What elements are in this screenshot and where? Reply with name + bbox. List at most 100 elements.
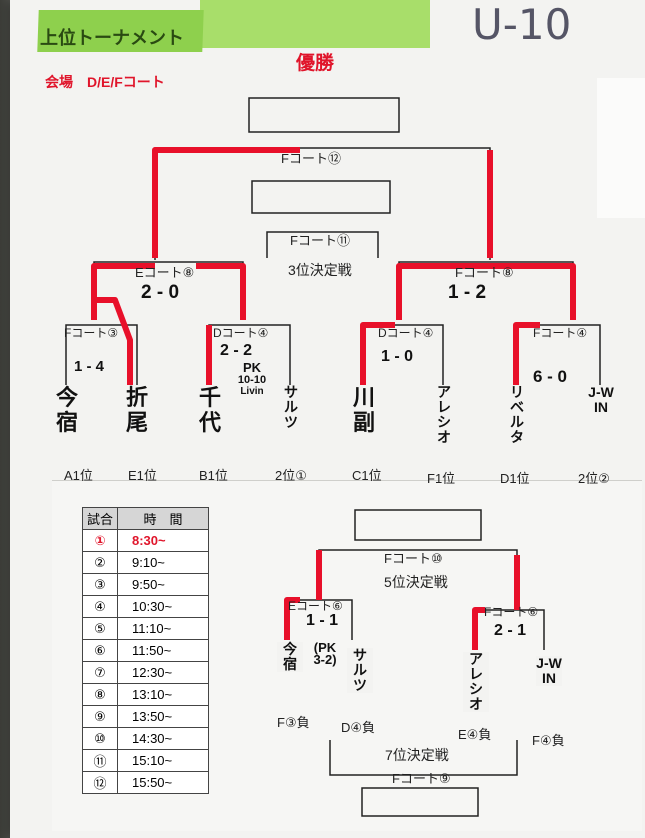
schedule-header-match: 試合 [82, 507, 118, 530]
seed-e1: E1位 [128, 468, 157, 483]
champion-box [248, 97, 400, 133]
schedule-time: 15:50~ [117, 771, 209, 794]
semi-right-red-b [484, 263, 576, 320]
seed-2-1: 2位① [275, 468, 307, 483]
schedule-match-number: ④ [82, 595, 118, 618]
team-imajuku: 今宿 [54, 385, 80, 435]
semi-left-red-b [196, 263, 246, 320]
fifth-left-court: Eコート⑥ [288, 599, 343, 613]
pk-note: PK 10-10 Livin [232, 361, 272, 398]
team-jwin: J-WIN [588, 384, 614, 415]
tape-strip [597, 78, 645, 218]
schedule-header-row: 試合 時 間 [82, 507, 209, 530]
fifth-right-court: Fコート⑥ [484, 605, 539, 619]
team-orio: 折尾 [124, 385, 150, 435]
handwritten-mark: U-10 [472, 0, 572, 49]
team-imajuku-2: 今宿 [277, 642, 303, 672]
qf2-court: Dコート④ [213, 326, 269, 340]
schedule-time: 9:50~ [117, 573, 209, 596]
semi-left-score: 2 - 0 [141, 282, 180, 303]
seventh-bracket [329, 740, 518, 776]
qf1-bracket [65, 324, 138, 385]
schedule-match-number: ⑥ [82, 639, 118, 662]
team-jwin-2: J-WIN [536, 655, 562, 686]
fifth-left-red [284, 597, 300, 640]
schedule-time: 13:50~ [117, 705, 209, 728]
schedule-header-time: 時 間 [117, 507, 209, 530]
qf4-court: Fコート④ [533, 326, 588, 340]
final-court: Fコート⑫ [281, 151, 341, 166]
seed-d1: D1位 [500, 471, 530, 486]
qf3-red [360, 322, 395, 385]
winner-line-left [152, 147, 300, 258]
fifth-left-score: 1 - 1 [306, 612, 339, 629]
fifth-pk-note: (PK 3-2) [308, 640, 342, 667]
semi-right-score: 1 - 2 [448, 282, 487, 303]
schedule-match-number: ⑧ [82, 683, 118, 706]
schedule-match-number: ① [82, 529, 118, 552]
seed-c1: C1位 [352, 468, 382, 483]
fifth-right-red [472, 607, 485, 650]
seed-f4-loss: F④負 [532, 733, 565, 748]
schedule-match-number: ⑩ [82, 727, 118, 750]
team-kawasoe: 川副 [351, 385, 377, 435]
pk-note-line-3: Livin [240, 386, 264, 397]
page-title: 上位トーナメント [40, 28, 184, 48]
qf3-court: Dコート④ [378, 326, 434, 340]
schedule-match-number: ⑦ [82, 661, 118, 684]
fifth-right-score: 2 - 1 [494, 622, 527, 639]
seed-a1: A1位 [64, 468, 93, 483]
seed-f3-loss: F③負 [277, 715, 310, 730]
fifth-title: 5位決定戦 [384, 574, 448, 590]
seventh-court: Fコート⑨ [392, 771, 451, 786]
fifth-pk-line-1: (PK [313, 640, 337, 655]
third-title: 3位決定戦 [288, 262, 352, 278]
seed-b1: B1位 [199, 468, 228, 483]
fifth-pk-line-2: 3-2) [313, 652, 337, 667]
team-liberta: リベルタ [504, 385, 530, 445]
schedule-match-number: ⑪ [82, 749, 118, 772]
qf1-red [91, 297, 133, 385]
schedule-match-number: ⑫ [82, 771, 118, 794]
schedule-time: 12:30~ [117, 661, 209, 684]
schedule-time: 13:10~ [117, 683, 209, 706]
schedule-match-number: ② [82, 551, 118, 574]
fifth-court: Fコート⑩ [384, 551, 443, 566]
semi-right-red-a [396, 263, 484, 320]
qf1-court: Fコート③ [64, 326, 119, 340]
team-alesio-2: アレシオ [463, 652, 489, 712]
schedule-time: 11:50~ [117, 639, 209, 662]
qf1-score: 1 - 4 [74, 358, 105, 375]
third-place-bracket [266, 231, 379, 258]
seed-d4-loss: D④負 [341, 720, 376, 735]
seventh-place-box [361, 787, 479, 817]
third-court: Fコート⑪ [290, 233, 350, 248]
qf3-score: 1 - 0 [381, 348, 414, 365]
champion-label: 優勝 [296, 53, 335, 74]
team-saruts-2: サルツ [347, 648, 373, 693]
schedule-time: 14:30~ [117, 727, 209, 750]
team-alesio: アレシオ [431, 385, 457, 445]
pk-note-line-2: 10-10 [237, 374, 267, 386]
schedule-time: 9:10~ [117, 551, 209, 574]
fifth-place-box [354, 509, 482, 541]
qf2-score: 2 - 2 [220, 342, 253, 359]
schedule-match-number: ⑤ [82, 617, 118, 640]
schedule-time: 11:10~ [117, 617, 209, 640]
seventh-title: 7位決定戦 [385, 747, 449, 763]
schedule-time: 8:30~ [117, 529, 209, 552]
seed-f1: F1位 [427, 471, 456, 486]
